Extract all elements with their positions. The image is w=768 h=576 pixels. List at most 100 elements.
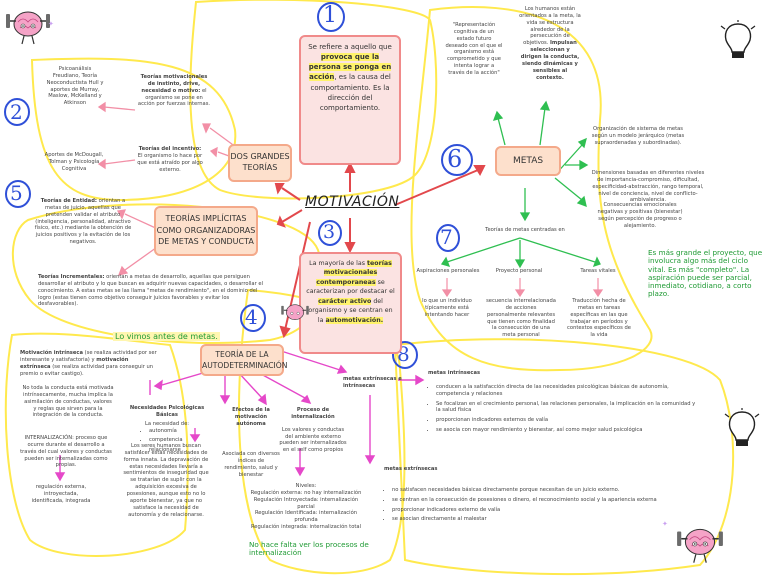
metas-organizacion: Organización de sistema de metas según u…: [591, 126, 685, 146]
efectos-text: Efectos de la motivación autónoma: [222, 407, 280, 428]
nivel-item: Regulación Introyectada: internalización…: [253, 496, 359, 510]
contemporaneas-text: La mayoría de las: [309, 260, 365, 267]
central-topic-title: MOTIVACIÓN: [305, 194, 400, 210]
metas-consecuencias: Consecuencias emocionales negativas y po…: [597, 202, 683, 229]
proceso-desc: Los valores y conductas del ambiente ext…: [279, 426, 347, 454]
metas-extrinsecas-item: no satisfacen necesidades básicas direct…: [392, 487, 659, 494]
metas-intrinsecas-item: conducen a la satisfacción directa de la…: [436, 384, 698, 398]
metas-title: METAS: [512, 156, 544, 166]
intrinseca-label: Motivación intrínseca: [20, 350, 83, 356]
step-number-4: 4: [245, 305, 258, 329]
necesidades-label: Necesidades Psicológicas Básicas: [129, 405, 205, 418]
motivacion-intrinseca-text: Motivación intrínseca (se realiza activi…: [20, 350, 160, 377]
necesidad-item: competencia: [149, 437, 211, 444]
tareas-text: Traducción hecha de metas en tareas espe…: [567, 298, 631, 339]
dos-grandes-title-2: TEORÍAS: [242, 163, 278, 173]
step-number-3: 3: [323, 221, 336, 243]
necesidades-intro: La necesidad de:: [144, 420, 190, 427]
regulacion-text: regulación externa, introyectada, identi…: [31, 484, 91, 504]
proyecto-text: secuencia interrelacionada de acciones p…: [486, 298, 556, 339]
efectos-desc: Asociada con diversos índices de rendimi…: [222, 451, 280, 478]
contemporaneas-text: se caracterizan por destacar el: [306, 278, 395, 296]
teorias-motivacionales-desc: el organismo se pone en acción por fuerz…: [137, 87, 211, 108]
metas-humanos: Los humanos están orientados a la meta, …: [519, 6, 581, 81]
proyecto-label: Proyecto personal: [495, 268, 543, 274]
definition-line: comportamiento.: [319, 103, 381, 112]
necesidad-item: relacionarse: [149, 447, 211, 454]
no-toda-text: No toda la conducta está motivada intrín…: [22, 385, 114, 419]
nivel-item: Regulación externa: no hay internalizaci…: [250, 489, 362, 496]
definition-highlight: persona se ponga en: [308, 63, 392, 72]
contemporaneas-highlight: automotivación.: [325, 316, 384, 324]
definition-line: comportamiento. Es la: [310, 83, 390, 92]
central-topic: MOTIVACIÓN: [305, 194, 400, 210]
psicoanalisis-text: Psicoanálisis Freudiano, Teoría Neocondu…: [46, 66, 104, 107]
sparkle-icon: ✦: [662, 520, 668, 528]
aspiraciones-label: Aspiraciones personales: [416, 268, 480, 274]
brain-dumbbell-icon: [281, 304, 309, 320]
metas-intrinsecas-item: Se focalizan en el crecimiento personal,…: [436, 401, 698, 415]
metas-intrinsecas-section: metas intrínsecas conducen a la satisfac…: [428, 370, 698, 437]
teorias-implicitas-title-2: COMO ORGANIZADORAS: [156, 225, 256, 235]
step-number-5: 5: [10, 181, 23, 205]
niveles-label: Niveles:: [295, 483, 317, 489]
definition-highlight: acción: [309, 73, 335, 82]
step-number-1: 1: [323, 3, 337, 28]
brain-dumbbell-icon: [677, 528, 723, 563]
teorias-implicitas-box: TEORÍAS IMPLÍCITAS COMO ORGANIZADORAS DE…: [154, 206, 258, 256]
teorias-implicitas-title-3: DE METAS Y CONDUCTA: [158, 237, 254, 247]
teorias-incrementales-desc: orientan a metas de desarrollo, aquellas…: [38, 274, 264, 308]
teorias-motivacionales-label: Teorías motivacionales de: [140, 74, 208, 87]
contemporaneas-box: La mayoría de las teorías motivacionales…: [299, 252, 402, 354]
teorias-motivacionales-label-2: instinto, drive, necesidad: [141, 80, 201, 94]
metas-dimensiones: Dimensiones basadas en diferentes nivele…: [591, 170, 705, 204]
lightbulb-icon: [720, 20, 756, 58]
metas-intrinsecas-label: metas intrínsecas: [428, 370, 481, 376]
teorias-motivacionales-text: Teorías motivacionales de instinto, driv…: [137, 74, 211, 108]
teorias-incentivo-text: Teorías del incentivo: El organismo lo h…: [137, 146, 203, 173]
metas-ie-heading: metas extrínsecas e intrínsecas: [343, 376, 402, 389]
lightbulb-icon: [724, 408, 760, 446]
necesidades-text: Necesidades Psicológicas Básicas La nece…: [123, 405, 211, 457]
necesidad-item: autonomía: [149, 428, 211, 435]
teorias-entidad-desc: orientan a metas de juicio, aquellas que…: [34, 198, 132, 246]
teorias-incrementales-text: Teorías Incrementales: orientan a metas …: [38, 274, 268, 308]
metas-humanos-2: Impulsan seleccionan y dirigen la conduc…: [520, 40, 580, 81]
efectos-label: Efectos de la motivación autónoma: [232, 407, 270, 427]
proceso-label: Proceso de internalización: [291, 407, 335, 420]
definition-line: dirección del: [327, 93, 373, 102]
metas-intrinsecas-item: se asocia con mayor rendimiento y bienes…: [436, 427, 698, 434]
extrinseca-desc: (se realiza actividad para conseguir un …: [20, 363, 154, 377]
step-number-6: 6: [447, 145, 463, 173]
definition-highlight: provoca que la: [320, 53, 380, 62]
teorias-entidad-text: Teorías de Entidad: orientan a metas de …: [34, 198, 132, 246]
autodeterminacion-box: TEORÍA DE LA AUTODETERMINACIÓN: [200, 344, 288, 376]
necesidades-desc: Los seres humanos buscan satisfacer esta…: [123, 443, 209, 518]
aspiraciones-text: lo que un individuo típicamente está int…: [422, 298, 472, 318]
teorias-implicitas-title: TEORÍAS IMPLÍCITAS: [165, 214, 247, 223]
definition-line: , es la causa del: [334, 73, 391, 82]
lo-vimos-note: Lo vimos antes de metas.: [113, 332, 220, 341]
green-note-right: Es más grande el proyecto, que involucra…: [648, 248, 763, 299]
nivel-item: Regulación Identificada: internalización…: [254, 510, 358, 524]
autodeterminacion-title-2: AUTODETERMINACIÓN: [202, 360, 288, 370]
metas-extrinsecas-item: proporcionar indicadores externo de valí…: [392, 507, 659, 514]
teorias-entidad-label: Teorías de Entidad:: [40, 198, 97, 204]
metas-centradas: Teorías de metas centradas en: [485, 227, 565, 233]
brain-dumbbell-icon: [6, 11, 50, 45]
teorias-motivacionales-label-3: o motivo:: [172, 87, 201, 94]
definition-line: que: [378, 43, 392, 51]
dos-grandes-title: DOS GRANDES: [230, 152, 290, 161]
metas-extrinsecas-label: metas extrínsecas: [384, 466, 438, 472]
metas-extrinsecas-section: metas extrínsecas no satisfacen necesida…: [384, 466, 659, 526]
metas-representacion: "Representación cognitiva de un estado f…: [445, 22, 503, 77]
step-number-2: 2: [10, 100, 23, 124]
teorias-incentivo-label: Teorías del incentivo:: [138, 146, 202, 152]
teorias-incentivo-desc: El organismo lo hace por que está atraíd…: [137, 152, 203, 173]
contemporaneas-highlight: carácter activo: [318, 297, 372, 305]
step-number-7: 7: [440, 225, 453, 249]
nivel-item: Regulación integrada: internalización to…: [250, 524, 362, 531]
niveles-text: Niveles: Regulación externa: no hay inte…: [248, 483, 364, 531]
sparkle-icon: ✦: [48, 20, 54, 28]
